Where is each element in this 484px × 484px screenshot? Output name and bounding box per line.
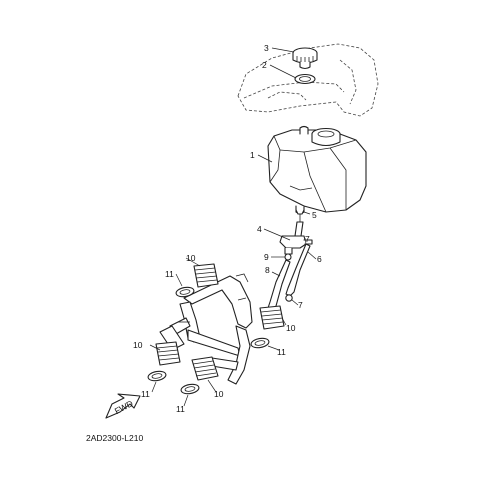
- band-a: [175, 286, 195, 298]
- band-d: [180, 383, 200, 395]
- hose-clip-upper: [284, 253, 292, 261]
- callout-8: 8: [265, 265, 270, 275]
- callout-3: 3: [264, 43, 269, 53]
- diagram-code: 2AD2300-L210: [86, 433, 144, 443]
- callout-6: 6: [317, 254, 322, 264]
- callout-11-a: 11: [165, 269, 174, 279]
- fuel-hose: [267, 259, 291, 311]
- fwd-label: FWD: [113, 398, 135, 416]
- fuel-filter: [295, 209, 305, 222]
- cap-gasket: [294, 73, 316, 85]
- body-cover-outline: [237, 43, 379, 117]
- callout-10-b: 10: [286, 323, 296, 333]
- callout-7-upper: 7: [305, 234, 310, 244]
- callout-11-d: 11: [176, 404, 185, 414]
- fwd-arrow-icon: FWD: [105, 393, 141, 419]
- callout-4: 4: [257, 224, 262, 234]
- damper-c: [155, 341, 181, 366]
- band-b: [250, 337, 270, 349]
- damper-b: [259, 305, 285, 330]
- callout-11-c: 11: [141, 389, 150, 399]
- callout-7-lower: 7: [298, 300, 303, 310]
- callout-9: 9: [264, 252, 269, 262]
- band-c: [147, 370, 167, 382]
- callout-10-a: 10: [186, 253, 196, 263]
- callout-11-b: 11: [277, 347, 286, 357]
- tank-frame: [159, 273, 253, 385]
- hose-clip-lower: [285, 294, 293, 302]
- fuel-tank: [267, 125, 367, 215]
- callouts: 3 2 1 4 5 7 9 6 8 7 10 11 10 11 10 11 10…: [133, 43, 322, 414]
- callout-2: 2: [262, 60, 267, 70]
- damper-a: [193, 263, 219, 288]
- callout-10-c: 10: [133, 340, 143, 350]
- damper-d: [191, 356, 219, 381]
- callout-1: 1: [250, 150, 255, 160]
- leader-lines: [149, 47, 317, 407]
- callout-5: 5: [312, 210, 317, 220]
- fuel-cock: [279, 221, 313, 255]
- fuel-cap: [292, 47, 318, 70]
- callout-10-d: 10: [214, 389, 224, 399]
